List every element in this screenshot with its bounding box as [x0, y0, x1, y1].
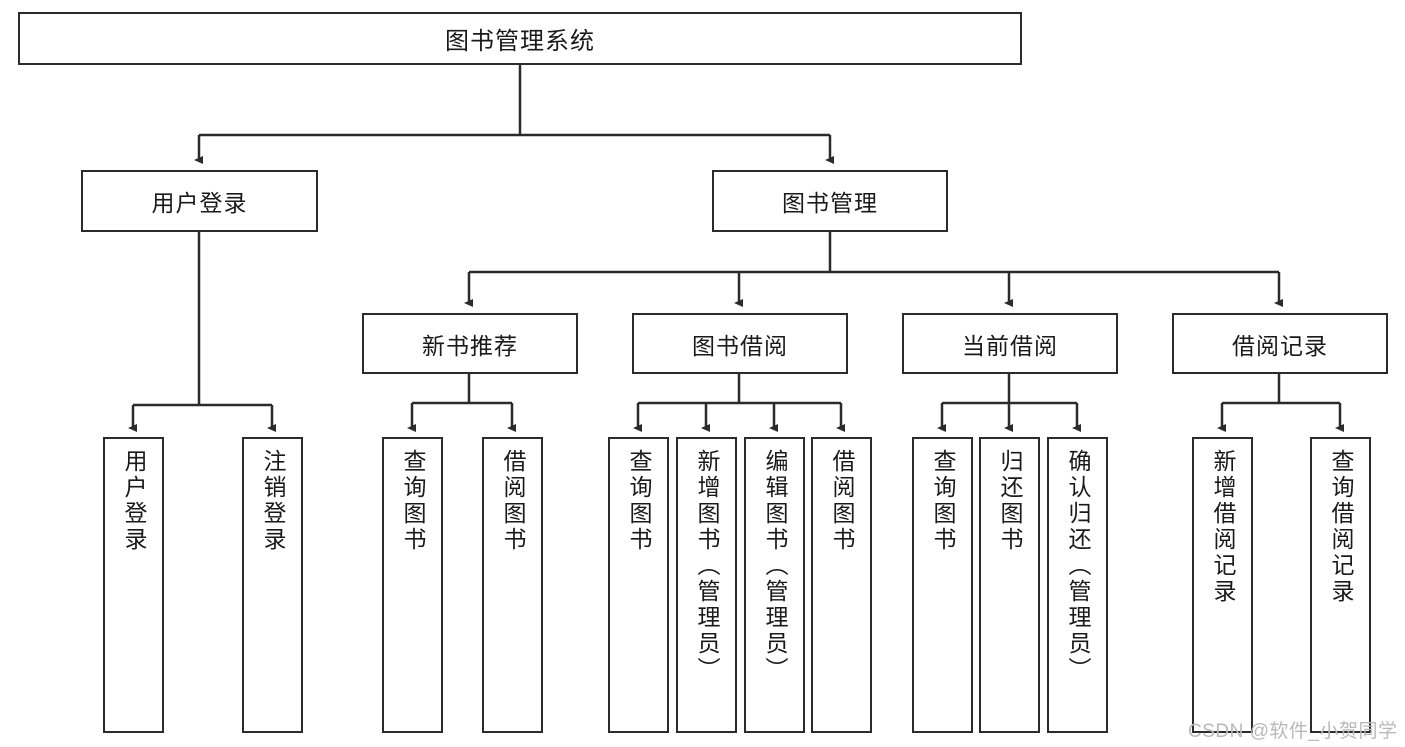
- node-book-borrow[interactable]: 图书借阅: [632, 313, 848, 374]
- node-label: 查询图书: [930, 449, 956, 553]
- leaf-current-confirm-return[interactable]: 确认归还（管理员）: [1047, 437, 1108, 733]
- node-label: 确认归还（管理员）: [1065, 449, 1091, 683]
- node-root-system[interactable]: 图书管理系统: [18, 12, 1022, 65]
- node-user-login[interactable]: 用户登录: [81, 170, 318, 232]
- leaf-record-query[interactable]: 查询借阅记录: [1310, 437, 1371, 733]
- node-label: 新增图书（管理员）: [694, 449, 720, 683]
- leaf-borrow-edit-book[interactable]: 编辑图书（管理员）: [744, 437, 805, 733]
- leaf-borrow-borrow-book[interactable]: 借阅图书: [811, 437, 872, 733]
- node-label: 用户登录: [121, 449, 147, 553]
- node-label: 借阅图书: [500, 449, 526, 553]
- node-label: 用户登录: [151, 190, 248, 216]
- node-label: 图书管理系统: [445, 28, 595, 55]
- leaf-new-book-query[interactable]: 查询图书: [382, 437, 443, 733]
- node-current-borrow[interactable]: 当前借阅: [902, 313, 1118, 374]
- node-label: 新书推荐: [422, 332, 518, 359]
- node-borrow-record[interactable]: 借阅记录: [1172, 313, 1388, 374]
- leaf-user-login-login[interactable]: 用户登录: [103, 437, 164, 733]
- node-label: 新增借阅记录: [1210, 449, 1236, 605]
- leaf-record-add[interactable]: 新增借阅记录: [1192, 437, 1253, 733]
- watermark-text: CSDN @软件_小贺同学: [1188, 721, 1398, 742]
- leaf-user-login-logout[interactable]: 注销登录: [242, 437, 303, 733]
- node-new-book-recommend[interactable]: 新书推荐: [362, 313, 578, 374]
- node-book-management[interactable]: 图书管理: [712, 170, 948, 232]
- node-label: 查询图书: [400, 449, 426, 553]
- node-label: 查询借阅记录: [1328, 449, 1354, 605]
- node-label: 图书借阅: [692, 332, 788, 359]
- node-label: 图书管理: [782, 190, 878, 216]
- node-label: 借阅图书: [829, 449, 855, 553]
- leaf-borrow-query-book[interactable]: 查询图书: [608, 437, 669, 733]
- leaf-current-query-book[interactable]: 查询图书: [912, 437, 973, 733]
- node-label: 编辑图书（管理员）: [762, 449, 788, 683]
- leaf-current-return-book[interactable]: 归还图书: [979, 437, 1040, 733]
- node-label: 当前借阅: [962, 332, 1058, 359]
- node-label: 归还图书: [997, 449, 1023, 553]
- node-label: 查询图书: [626, 449, 652, 553]
- leaf-borrow-add-book[interactable]: 新增图书（管理员）: [676, 437, 737, 733]
- leaf-new-book-borrow[interactable]: 借阅图书: [482, 437, 543, 733]
- node-label: 借阅记录: [1232, 332, 1328, 359]
- node-label: 注销登录: [260, 449, 286, 553]
